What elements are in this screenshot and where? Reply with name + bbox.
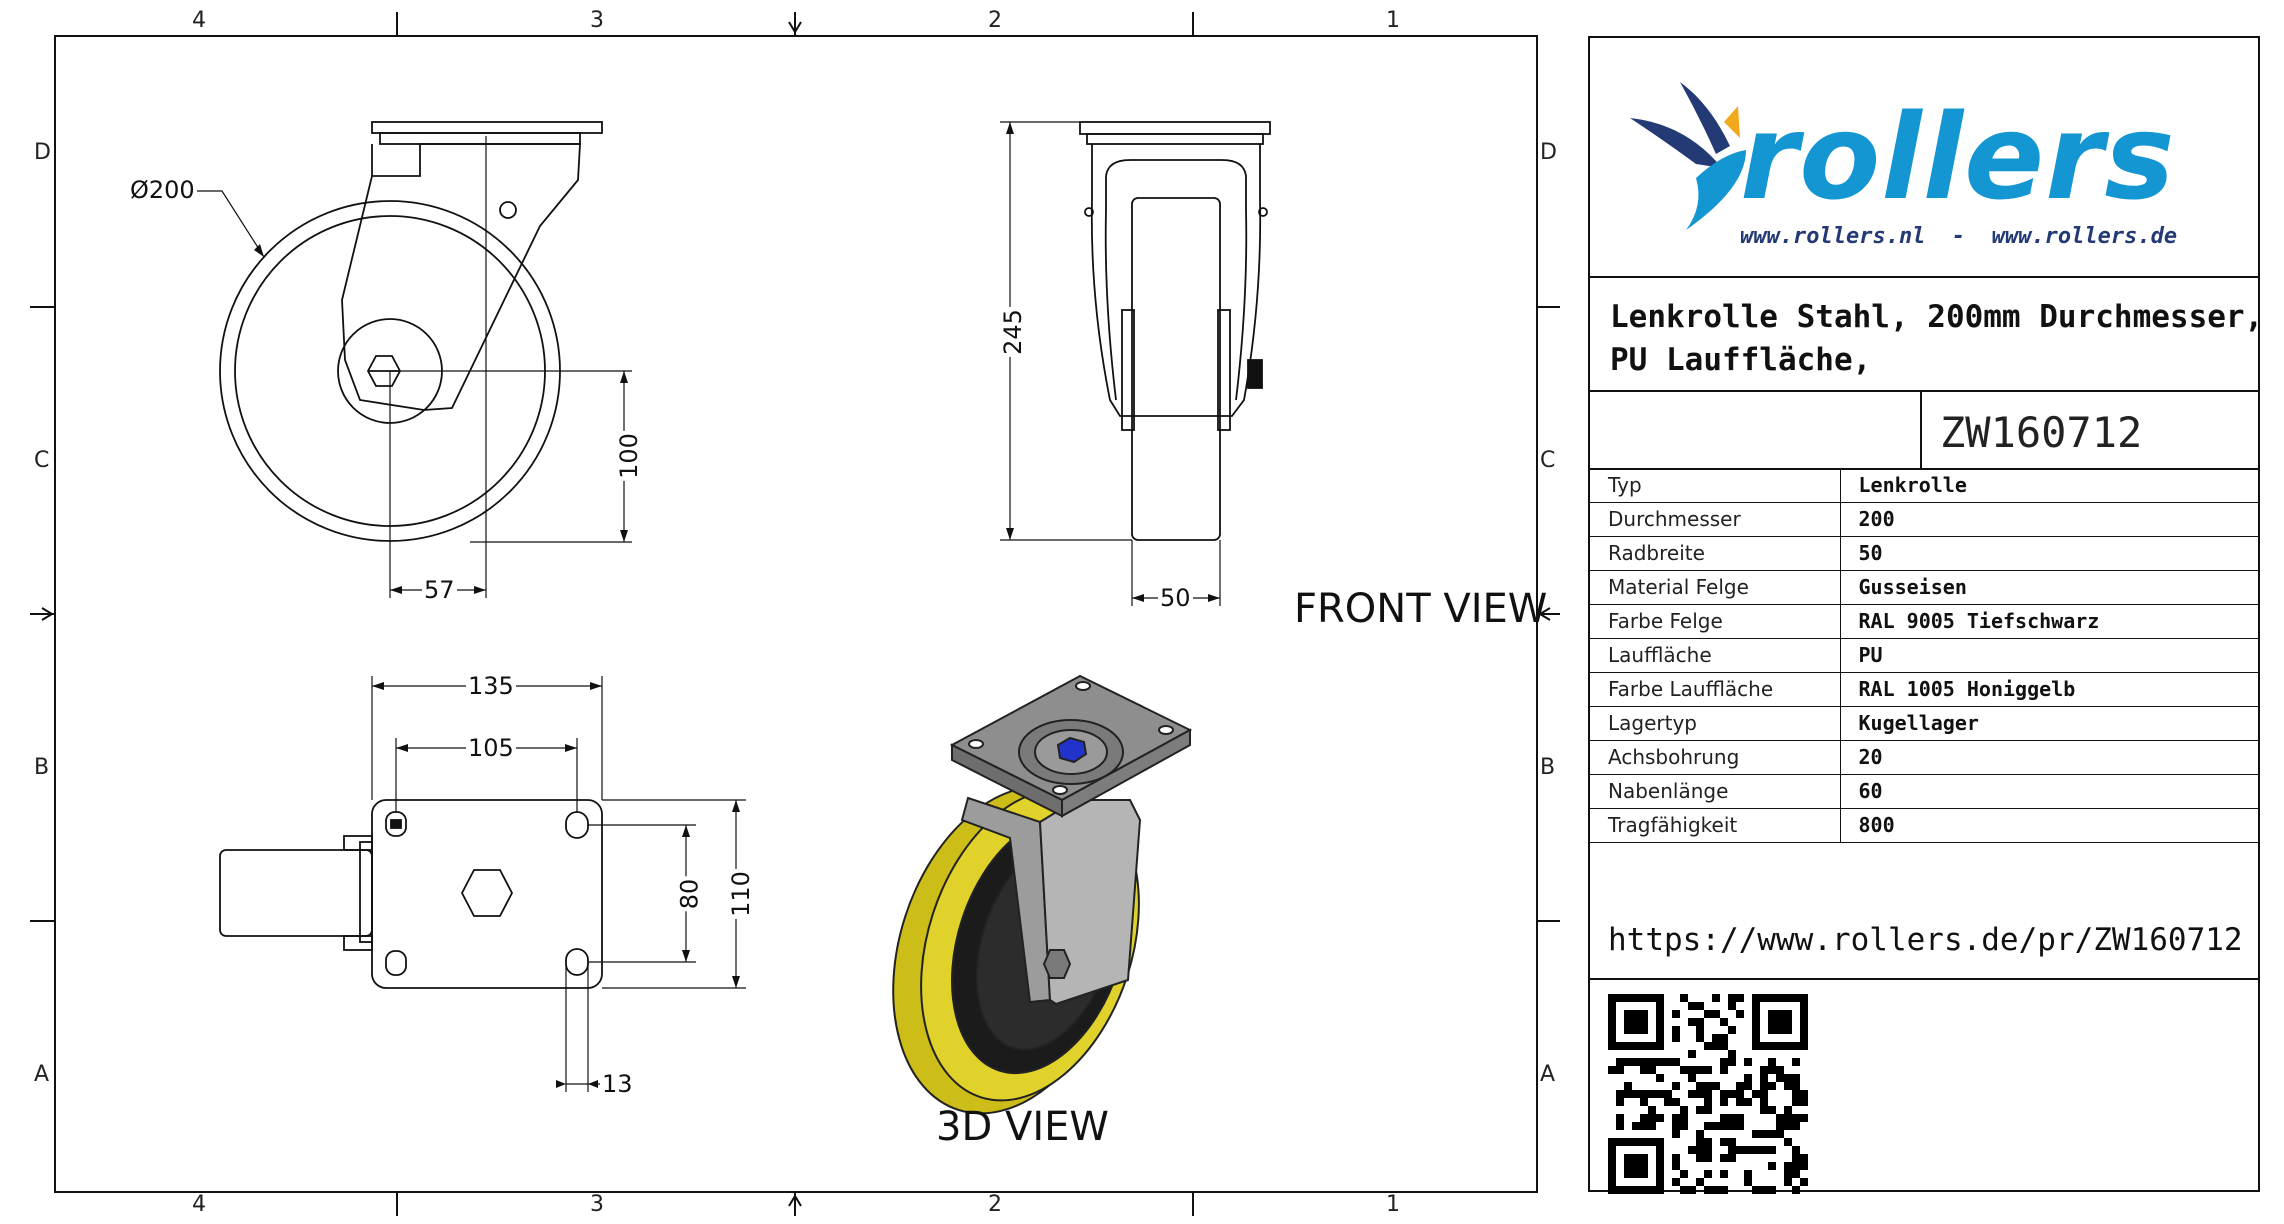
spec-value: Gusseisen [1840,570,2258,605]
spec-value: RAL 9005 Tiefschwarz [1840,604,2258,639]
dim-axle-height: 100 [614,431,643,481]
iso-render [892,674,1193,1115]
spec-value: Kugellager [1840,706,2258,741]
logo-wordmark: rollers [1740,88,2176,226]
side-view [219,121,603,542]
dim-offset: 57 [422,576,457,604]
spec-key: Durchmesser [1590,502,1841,537]
part-number-row: ZW160712 [1590,392,2258,470]
spec-key: Lauffläche [1590,638,1841,673]
spec-value: 60 [1840,774,2258,809]
zone-row-left: B [34,755,50,780]
product-title: Lenkrolle Stahl, 200mm Durchmesser, PU L… [1590,276,2264,392]
zone-col-top: 1 [1386,8,1400,33]
logo-websites: www.rollers.nl - www.rollers.de [1740,224,2178,249]
iso-view-label: 3D VIEW [936,1104,1109,1150]
front-view [1079,121,1271,541]
dim-hole-spacing-x: 105 [466,734,516,762]
url-row: https://www.rollers.de/pr/ZW160712 [1590,900,2258,980]
company-logo: rollers www.rollers.nl - www.rollers.de [1590,38,2258,278]
zone-col-top: 4 [192,8,206,33]
title-block: rollers www.rollers.nl - www.rollers.de … [1588,36,2264,1194]
dim-hole-spacing-y: 80 [675,876,704,912]
zone-row-left: C [34,448,50,473]
zone-col-bottom: 4 [192,1192,206,1217]
front-view-label: FRONT VIEW [1294,586,1548,632]
spec-key: Material Felge [1590,570,1841,605]
spec-key: Farbe Lauffläche [1590,672,1841,707]
part-number: ZW160712 [1940,408,2143,457]
zone-col-bottom: 3 [590,1192,604,1217]
zone-row-right: A [1540,1062,1556,1087]
dim-total-height: 245 [998,307,1027,357]
title-line-2: PU Lauffläche, [1610,342,1872,378]
spec-value: 200 [1840,502,2258,537]
zone-col-bottom: 2 [988,1192,1002,1217]
dim-wheel-width: 50 [1158,584,1193,612]
spec-key: Tragfähigkeit [1590,808,1841,843]
spec-key: Lagertyp [1590,706,1841,741]
spec-key: Achsbohrung [1590,740,1841,775]
qr-code-icon[interactable] [1608,994,1808,1194]
title-line-1: Lenkrolle Stahl, 200mm Durchmesser, [1610,299,2264,335]
spec-value: 50 [1840,536,2258,571]
dim-plate-length: 135 [466,672,516,700]
zone-row-right: C [1540,448,1556,473]
spec-value: RAL 1005 Honiggelb [1840,672,2258,707]
spec-value: 20 [1840,740,2258,775]
zone-row-left: D [34,140,51,165]
dim-plate-width: 110 [726,869,755,919]
zone-col-top: 3 [590,8,604,33]
bird-logo-icon [1630,82,1746,230]
zone-col-bottom: 1 [1386,1192,1400,1217]
dim-diameter: Ø200 [128,176,197,204]
spec-value: Lenkrolle [1840,468,2258,503]
zone-row-right: B [1540,755,1556,780]
spec-value: 800 [1840,808,2258,843]
spec-key: Farbe Felge [1590,604,1841,639]
zone-col-top: 2 [988,8,1002,33]
spec-key: Radbreite [1590,536,1841,571]
product-url-link[interactable]: https://www.rollers.de/pr/ZW160712 [1608,922,2243,958]
part-row-divider [1920,392,1922,468]
spec-key: Nabenlänge [1590,774,1841,809]
dim-slot-size: 13 [600,1070,635,1098]
zone-row-right: D [1540,140,1557,165]
spec-key: Typ [1590,468,1841,503]
zone-row-left: A [34,1062,50,1087]
top-view [219,799,603,989]
drawing-sheet [30,12,1560,1216]
kingpin-hex-icon [460,869,514,917]
spec-value: PU [1840,638,2258,673]
